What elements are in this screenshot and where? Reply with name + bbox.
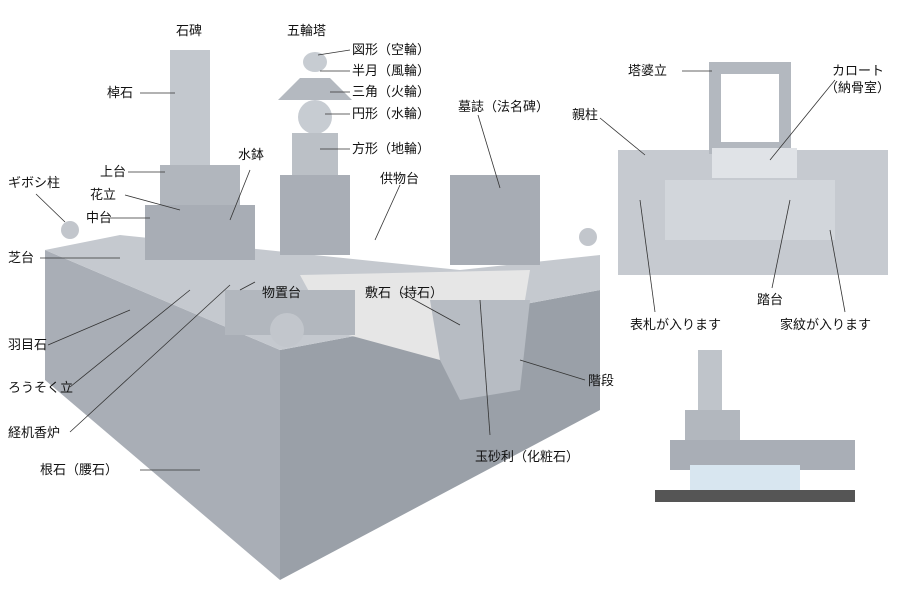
- label-karoto: カロート: [832, 64, 885, 79]
- label-rousoku: ろうそく立: [8, 381, 74, 396]
- label-neishi: 根石（腰石）: [40, 463, 119, 478]
- label-kamon: 家紋が入ります: [780, 318, 872, 333]
- label-zukei: 図形（空輪）: [352, 43, 431, 58]
- label-hameishi: 羽目石: [8, 338, 48, 353]
- side-grave: [618, 62, 888, 275]
- label-hokei: 方形（地輪）: [352, 142, 431, 157]
- label-kaidan: 階段: [588, 374, 615, 389]
- label-boshi: 墓誌（法名碑）: [458, 100, 550, 115]
- label-fumidai: 踏台: [757, 293, 784, 308]
- label-sekihi: 石碑: [176, 24, 203, 39]
- label-kyouzukue: 経机香炉: [8, 426, 61, 441]
- label-shikiishi: 敷石（持石）: [365, 286, 444, 301]
- label-giboshi: ギボシ柱: [8, 176, 61, 191]
- label-kumotsudai: 供物台: [380, 172, 420, 187]
- label-tamajari: 玉砂利（化粧石）: [475, 450, 580, 465]
- label-hyousatsu: 表札が入ります: [630, 318, 722, 333]
- label-toubatate: 塔婆立: [628, 64, 668, 79]
- leader-lines: [35, 49, 846, 471]
- label-hanatate: 花立: [90, 188, 117, 203]
- label-saoishi: 棹石: [107, 86, 134, 101]
- label-mizubachi: 水鉢: [238, 148, 265, 163]
- label-oyabashira: 親柱: [572, 108, 599, 123]
- label-hangetsu: 半月（風輪）: [352, 64, 431, 79]
- label-gorinto: 五輪塔: [287, 24, 327, 39]
- label-joudai: 上台: [100, 165, 127, 180]
- label-enkei: 円形（水輪）: [352, 107, 431, 122]
- label-karoto-sub: （納骨室）: [825, 81, 891, 96]
- main-grave: [45, 50, 600, 580]
- label-monooki: 物置台: [262, 286, 302, 301]
- label-chudai: 中台: [86, 211, 113, 226]
- label-sankaku: 三角（火輪）: [352, 85, 431, 100]
- cross-section: [655, 350, 855, 502]
- label-shibadai: 芝台: [8, 251, 35, 266]
